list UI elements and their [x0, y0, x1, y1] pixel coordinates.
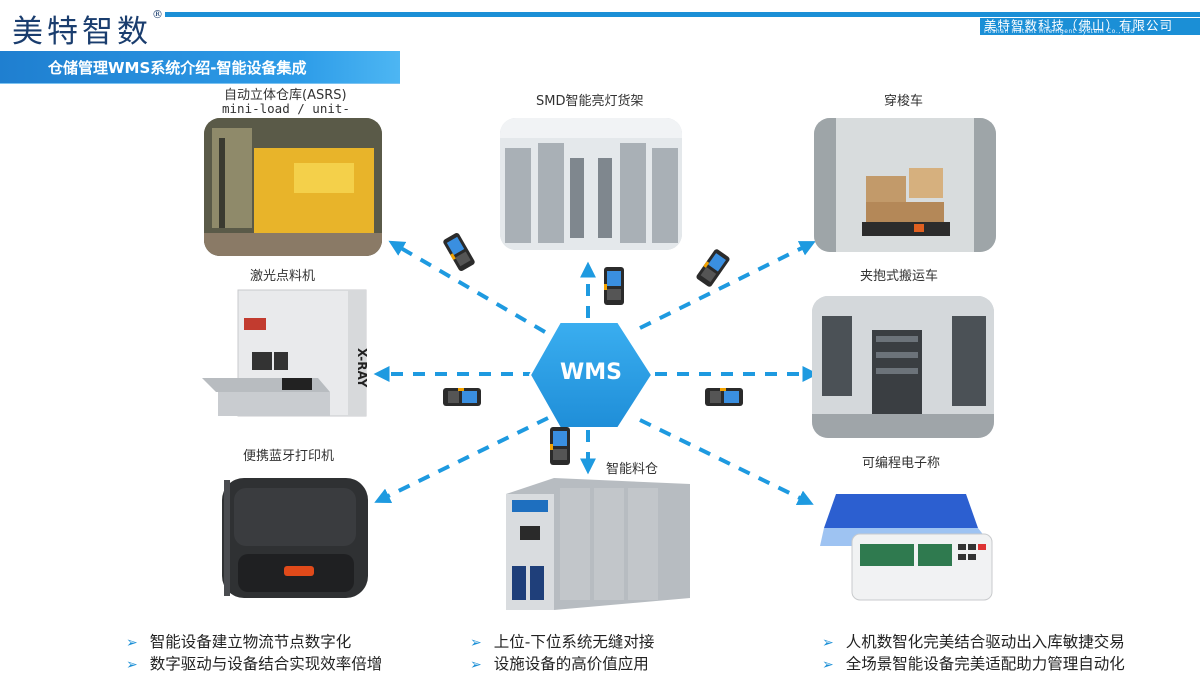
smd-shelf-photo	[500, 118, 682, 250]
xray-counter-photo: X-RAY	[198, 288, 374, 426]
tower-label: 智能料仓	[606, 462, 659, 477]
handheld-terminal-icon	[550, 427, 570, 465]
hub-label: WMS	[559, 360, 622, 385]
smart-tower-photo	[494, 476, 694, 616]
smd-label: SMD智能亮灯货架	[536, 94, 644, 109]
handheld-terminal-icon	[604, 267, 624, 305]
clamp-agv-label: 夹抱式搬运车	[860, 269, 939, 284]
shuttle-photo	[814, 118, 996, 252]
arrow-to-scale	[639, 418, 814, 505]
arrow-to-asrs	[388, 240, 547, 334]
chevron-right-icon: ➢	[470, 657, 482, 673]
svg-text:X-RAY: X-RAY	[355, 348, 369, 388]
scale-label: 可编程电子称	[862, 456, 941, 471]
bullet-left-2: ➢数字驱动与设备结合实现效率倍增	[126, 655, 383, 673]
bullet-right-1: ➢人机数智化完美结合驱动出入库敏捷交易	[822, 633, 1125, 651]
wms-hub	[528, 321, 654, 429]
handheld-terminal-icon	[705, 388, 743, 406]
clamp-agv-photo	[812, 296, 994, 438]
company-name-en: Foshan Instant Intelligent System Co., L…	[984, 28, 1135, 35]
printer-label: 便携蓝牙打印机	[243, 449, 335, 464]
header-rule	[165, 12, 1200, 17]
logo-text: 美特智数	[12, 14, 152, 50]
asrs-photo	[204, 118, 382, 256]
bullet-center-2: ➢设施设备的高价值应用	[470, 655, 649, 673]
page-title-banner	[0, 51, 400, 83]
registered-mark: ®	[152, 8, 163, 21]
company-banner	[980, 18, 1200, 35]
bullet-center-1: ➢上位-下位系统无缝对接	[470, 633, 655, 651]
handheld-terminal-icon	[443, 388, 481, 406]
chevron-right-icon: ➢	[126, 657, 138, 673]
bluetooth-printer-photo	[212, 468, 374, 608]
asrs-label: 自动立体仓库(ASRS)	[224, 88, 347, 103]
arrow-to-shuttle	[639, 241, 816, 330]
electronic-scale-photo	[816, 486, 998, 604]
asrs-sublabel: mini-load / unit-	[222, 101, 350, 116]
chevron-right-icon: ➢	[822, 635, 834, 651]
chevron-right-icon: ➢	[126, 635, 138, 651]
brand-logo: 美特智数®	[12, 6, 163, 51]
chevron-right-icon: ➢	[822, 657, 834, 673]
page-title: 仓储管理WMS系统介绍-智能设备集成	[48, 59, 307, 77]
handheld-terminal-icon	[443, 233, 475, 271]
handheld-terminal-icon	[696, 249, 730, 287]
chevron-right-icon: ➢	[470, 635, 482, 651]
title-underline	[0, 83, 400, 84]
bullet-right-2: ➢全场景智能设备完美适配助力管理自动化	[822, 655, 1125, 673]
arrow-to-printer	[374, 416, 549, 503]
xray-label: 激光点料机	[250, 269, 316, 284]
shuttle-label: 穿梭车	[884, 94, 924, 109]
bullet-left-1: ➢智能设备建立物流节点数字化	[126, 633, 352, 651]
company-name-cn: 美特智数科技（佛山）有限公司	[984, 18, 1174, 33]
